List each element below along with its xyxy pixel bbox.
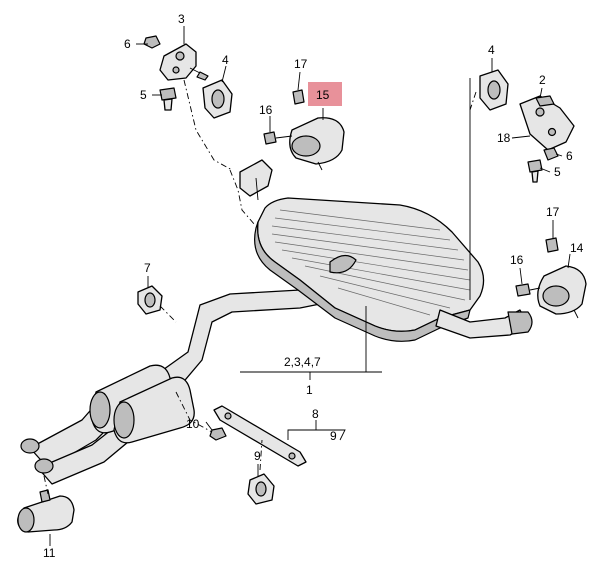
bolt-16-right [515,283,541,297]
callout-18: 18 [497,131,511,145]
highlight-box-15 [308,82,342,106]
callout-8: 8 [312,407,319,421]
silencer-hanger-left [239,159,273,201]
rear-silencer [254,197,485,342]
callout-2: 2 [539,73,546,87]
callout-4-right: 4 [488,43,495,57]
callout-15: 15 [316,88,330,102]
callout-2-3-4-7: 2,3,4,7 [284,355,321,369]
callout-16-top: 16 [259,103,273,117]
callout-5-right: 5 [554,165,561,179]
callout-14: 14 [570,241,584,255]
leader-lines [49,26,571,546]
support-bracket-8 [213,405,307,467]
bolt-5-right [527,159,543,183]
dash-line-mount-7 [159,305,177,323]
callout-10: 10 [186,417,200,431]
callout-5-left: 5 [140,88,147,102]
dash-line-mount-9 [259,439,263,471]
dash-line-hanger-left [229,169,256,226]
rubber-mount-4-right [479,69,509,111]
rubber-mount-4-left [202,79,233,119]
dash-line-left-bracket [183,79,233,171]
rubber-mount-9 [247,473,275,505]
callout-7: 7 [144,261,151,275]
callout-1: 1 [306,383,313,397]
clip-17-top [292,89,305,105]
front-muffler-canisters [89,364,195,444]
callout-6-right: 6 [566,149,573,163]
clip-17-right [545,237,559,253]
callout-4-left: 4 [222,53,229,67]
dash-line-clamp-11 [43,475,49,495]
dash-line-bracket-8 [175,391,213,433]
callout-16-right: 16 [510,253,524,267]
front-pipe-ends [20,438,54,474]
nut-6-right [543,147,559,161]
dash-line-right-bracket [469,91,477,111]
callout-17-right: 17 [546,205,560,219]
callout-11: 11 [43,546,56,560]
bracket-assembly-2 [519,95,575,151]
bolt-5-top-left [159,87,177,111]
tail-pipe [435,309,533,339]
callout-3: 3 [178,12,185,26]
callout-6-left: 6 [124,37,131,51]
nut-6-top-left [143,35,161,49]
clamp-14 [537,265,587,319]
clamp-15 [289,117,345,171]
bolt-16-top [263,131,293,145]
callout-9-mount: 9 [254,449,261,463]
callout-9-bracket: 9 [330,429,337,443]
bracket-assembly-3 [159,43,209,81]
rubber-mount-7 [137,285,163,315]
pipe-clamp-11 [17,489,75,533]
callout-17-top: 17 [294,57,308,71]
nut-10 [209,427,227,441]
